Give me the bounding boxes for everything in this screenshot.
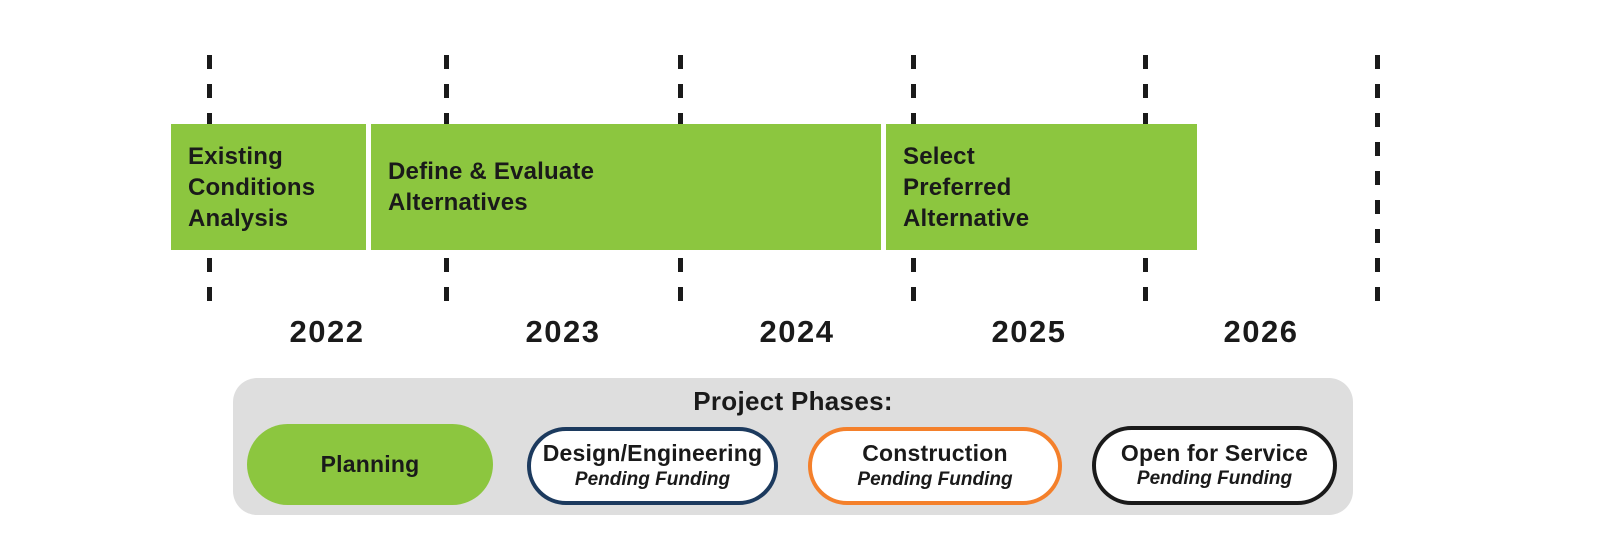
legend-pill-construction: Construction Pending Funding: [808, 427, 1062, 505]
legend-pill-sublabel: Pending Funding: [1136, 468, 1293, 490]
legend-pill-label: Construction: [862, 440, 1008, 467]
legend-pill-design-engineering: Design/Engineering Pending Funding: [527, 427, 778, 505]
phase-bar-label: Existing Conditions Analysis: [188, 142, 316, 232]
phase-bar-define-evaluate: Define & Evaluate Alternatives: [371, 124, 881, 250]
legend-pill-planning: Planning: [247, 424, 493, 505]
year-label-2023: 2023: [525, 314, 601, 349]
legend-panel: Project Phases: Planning Design/Engineer…: [233, 378, 1353, 515]
legend-pill-open-for-service: Open for Service Pending Funding: [1092, 426, 1337, 505]
legend-pill-label: Open for Service: [1120, 439, 1309, 466]
legend-title: Project Phases:: [693, 386, 893, 416]
legend-pill-label: Design/Engineering: [542, 440, 763, 467]
year-gridline: [1375, 55, 1380, 303]
phase-bar-select-preferred: Select Preferred Alternative: [886, 124, 1197, 250]
year-label-2026: 2026: [1223, 314, 1299, 349]
legend-pill-label: Planning: [320, 450, 420, 477]
phase-bar-label: Define & Evaluate Alternatives: [388, 158, 595, 216]
legend-pill-sublabel: Pending Funding: [574, 468, 731, 490]
year-label-2024: 2024: [759, 314, 835, 349]
year-label-2022: 2022: [289, 314, 365, 349]
phase-bar-label: Select Preferred Alternative: [903, 142, 1030, 232]
phase-bar-existing-conditions: Existing Conditions Analysis: [171, 124, 366, 250]
year-label-2025: 2025: [991, 314, 1067, 349]
legend-pill-sublabel: Pending Funding: [857, 468, 1013, 490]
